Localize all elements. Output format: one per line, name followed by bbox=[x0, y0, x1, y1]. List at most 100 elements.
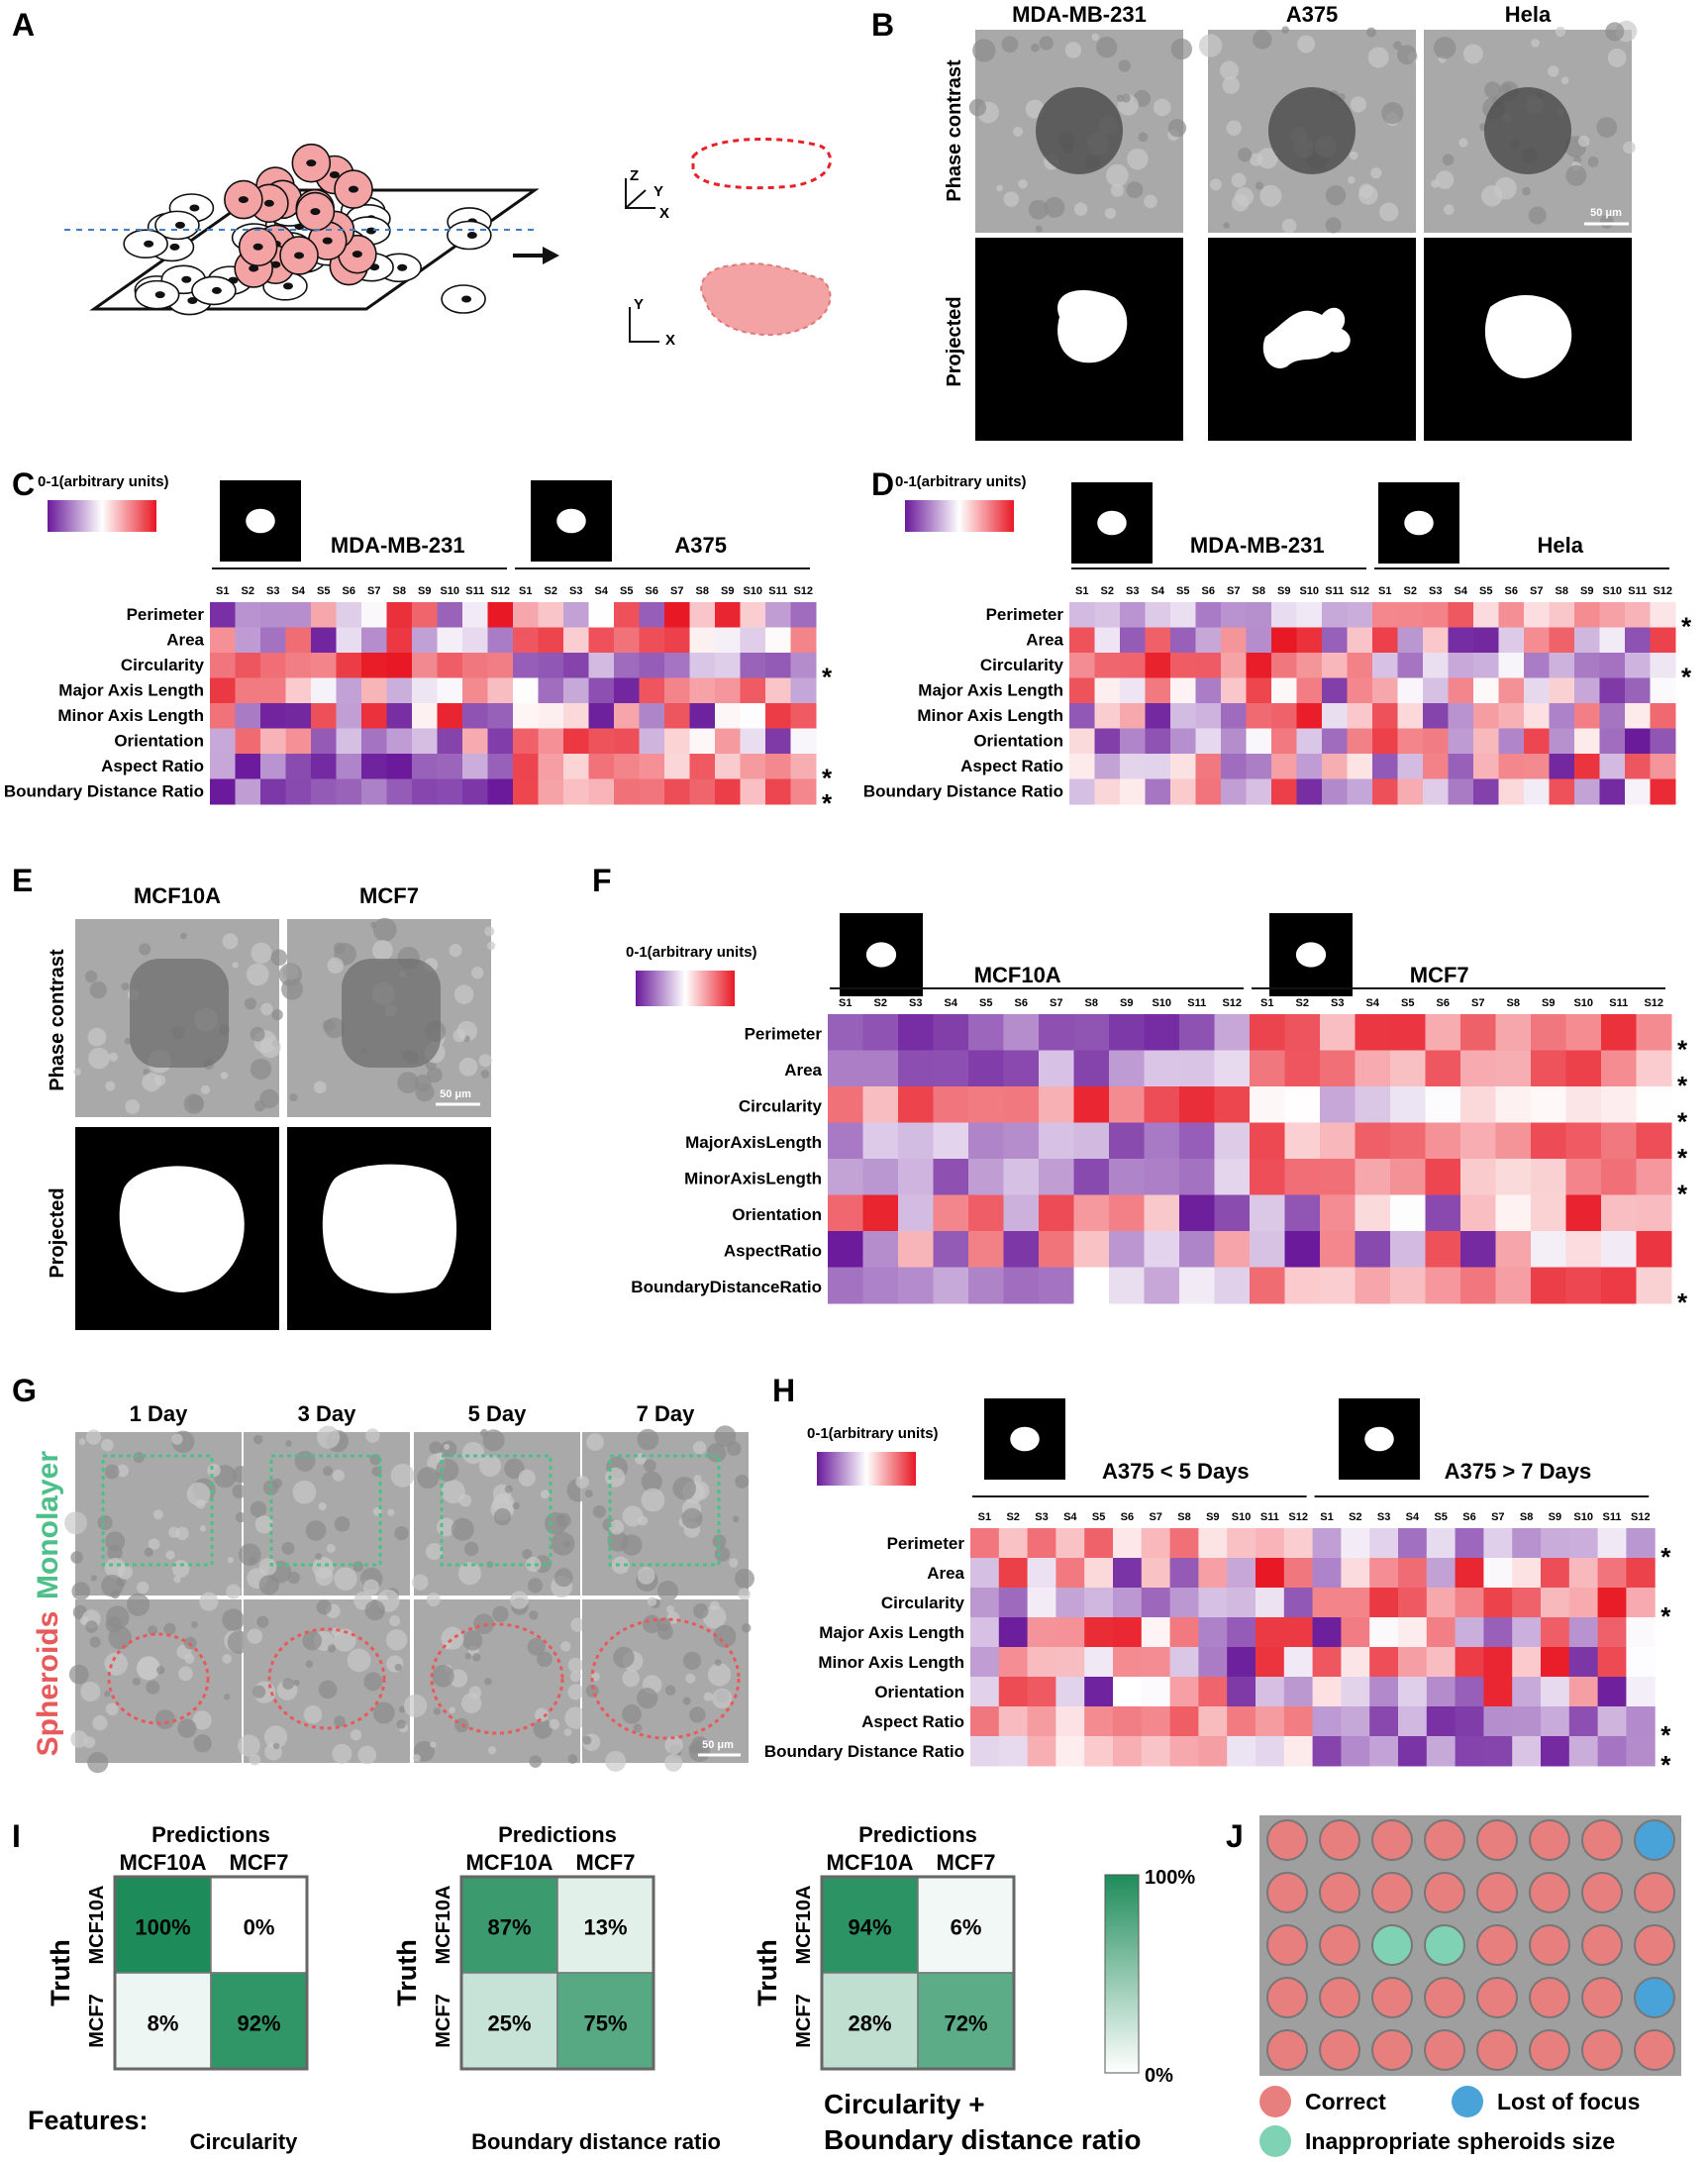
spheroid-well bbox=[1266, 1872, 1308, 1913]
heatmap-cell bbox=[1549, 602, 1575, 628]
truth-class-1-2: MCF7 bbox=[793, 1994, 815, 2047]
heatmap-cell bbox=[538, 754, 564, 779]
heatmap-cell bbox=[1397, 728, 1424, 755]
heatmap-cell bbox=[462, 677, 488, 704]
heatmap-cell bbox=[1312, 1647, 1342, 1678]
heatmap-cell bbox=[1448, 778, 1474, 805]
heatmap-cell bbox=[1599, 754, 1626, 779]
heatmap-cell bbox=[998, 1528, 1029, 1559]
spheroid-well bbox=[1529, 1924, 1570, 1966]
heatmap-cell bbox=[1625, 728, 1651, 755]
panel-d-heatmap-sample-21: S10 bbox=[1602, 585, 1622, 597]
heatmap-cell bbox=[1198, 1706, 1228, 1737]
heatmap-cell bbox=[1283, 1558, 1314, 1589]
heatmap-cell bbox=[1625, 754, 1651, 779]
spheroid-nucleus bbox=[249, 264, 259, 272]
heatmap-cell bbox=[1109, 1267, 1145, 1304]
confusion-value-0-2: 8% bbox=[148, 2011, 179, 2036]
heatmap-cell bbox=[1460, 1159, 1496, 1195]
heatmap-cell bbox=[1355, 1086, 1391, 1123]
panel-c-heatmap-sig-7: * bbox=[822, 788, 833, 818]
heatmap-cell bbox=[1120, 754, 1146, 779]
pred-class-1-1: MCF7 bbox=[576, 1850, 636, 1875]
spheroid-nucleus bbox=[322, 237, 333, 245]
heatmap-cell bbox=[462, 653, 488, 678]
panel-d-heatmap-sample-2: S3 bbox=[1126, 585, 1139, 597]
heatmap-cell bbox=[790, 653, 817, 678]
heatmap-cell bbox=[1141, 1736, 1171, 1767]
heatmap-cell bbox=[1320, 1159, 1356, 1195]
heatmap-cell bbox=[689, 703, 716, 729]
heatmap-cell bbox=[260, 677, 286, 704]
panel-f-heatmap-group-0: MCF10A bbox=[974, 963, 1061, 987]
spheroid-blob bbox=[1268, 87, 1356, 174]
panel-g-col-0: 1 Day bbox=[130, 1401, 188, 1426]
heatmap-cell bbox=[898, 1231, 934, 1268]
heatmap-cell bbox=[1256, 1677, 1285, 1707]
cell-nucleus bbox=[181, 275, 192, 283]
heatmap-cell bbox=[1541, 1617, 1570, 1648]
heatmap-cell bbox=[1214, 1050, 1251, 1087]
heatmap-cell bbox=[828, 1122, 863, 1160]
spheroid-well bbox=[1371, 1819, 1413, 1861]
panel-e-row-0: Phase contrast bbox=[47, 949, 68, 1091]
heatmap-cell bbox=[1650, 627, 1676, 654]
heatmap-cell bbox=[828, 1231, 863, 1268]
heatmap-cell bbox=[1369, 1558, 1399, 1589]
heatmap-cell bbox=[1322, 627, 1348, 654]
heatmap-cell bbox=[1512, 1528, 1542, 1559]
panel-f-heatmap-sample-6: S7 bbox=[1050, 997, 1062, 1009]
heatmap-cell bbox=[1636, 1086, 1672, 1123]
heatmap-cell bbox=[260, 602, 286, 628]
heatmap-cell bbox=[1397, 602, 1424, 628]
heatmap-cell bbox=[1039, 1194, 1074, 1232]
heatmap-cell bbox=[1039, 1086, 1074, 1123]
panel-c-heatmap-sample-6: S7 bbox=[367, 585, 380, 597]
panel-c-heatmap-sample-13: S2 bbox=[545, 585, 557, 597]
cell-nucleus bbox=[144, 240, 154, 248]
heatmap-cell bbox=[538, 728, 564, 755]
heatmap-cell bbox=[1221, 703, 1247, 729]
panel-f-heatmap-sample-21: S10 bbox=[1573, 997, 1593, 1009]
heatmap-cell bbox=[1170, 653, 1196, 678]
heatmap-cell bbox=[1498, 602, 1525, 628]
panel-c-heatmap-row-5: Orientation bbox=[114, 731, 204, 750]
heatmap-cell bbox=[1169, 1677, 1199, 1707]
heatmap-cell bbox=[1625, 677, 1651, 704]
heatmap-cell bbox=[1398, 1677, 1428, 1707]
heatmap-cell bbox=[1483, 1647, 1513, 1678]
heatmap-cell bbox=[1145, 653, 1171, 678]
heatmap-cell bbox=[1284, 1086, 1321, 1123]
heatmap-cell bbox=[1094, 602, 1121, 628]
mask-shape bbox=[1057, 289, 1128, 363]
heatmap-cell bbox=[1636, 1014, 1672, 1051]
panel-b-col-1: A375 bbox=[1286, 2, 1339, 27]
panel-f-heatmap-sig-7: * bbox=[1677, 1287, 1688, 1317]
heatmap-cell bbox=[1027, 1677, 1056, 1707]
heatmap-cell bbox=[828, 1014, 863, 1051]
spheroid-nucleus bbox=[252, 243, 263, 251]
heatmap-cell bbox=[998, 1736, 1029, 1767]
heatmap-cell bbox=[1425, 1267, 1461, 1304]
heatmap-cell bbox=[828, 1267, 863, 1304]
heatmap-cell bbox=[1073, 1267, 1110, 1304]
projected-mask-2 bbox=[1424, 238, 1632, 441]
heatmap-cell bbox=[1423, 653, 1449, 678]
heatmap-cell bbox=[1094, 627, 1121, 654]
panel-d-heatmap-sample-3: S4 bbox=[1152, 585, 1165, 597]
confusion-cell bbox=[917, 1972, 1015, 2070]
spheroid-well bbox=[1266, 1924, 1308, 1966]
heatmap-cell bbox=[740, 627, 766, 654]
heatmap-cell bbox=[311, 653, 337, 678]
heatmap-cell bbox=[1498, 728, 1525, 755]
heatmap-cell bbox=[1322, 653, 1348, 678]
heatmap-cell bbox=[1145, 754, 1171, 779]
panel-c-heatmap-sample-15: S4 bbox=[595, 585, 609, 597]
heatmap-cell bbox=[1073, 1159, 1110, 1195]
heatmap-cell bbox=[614, 754, 640, 779]
heatmap-cell bbox=[1221, 653, 1247, 678]
projected-outline bbox=[700, 262, 832, 336]
heatmap-cell bbox=[1498, 778, 1525, 805]
heatmap-cell bbox=[588, 778, 615, 805]
heatmap-cell bbox=[968, 1231, 1004, 1268]
